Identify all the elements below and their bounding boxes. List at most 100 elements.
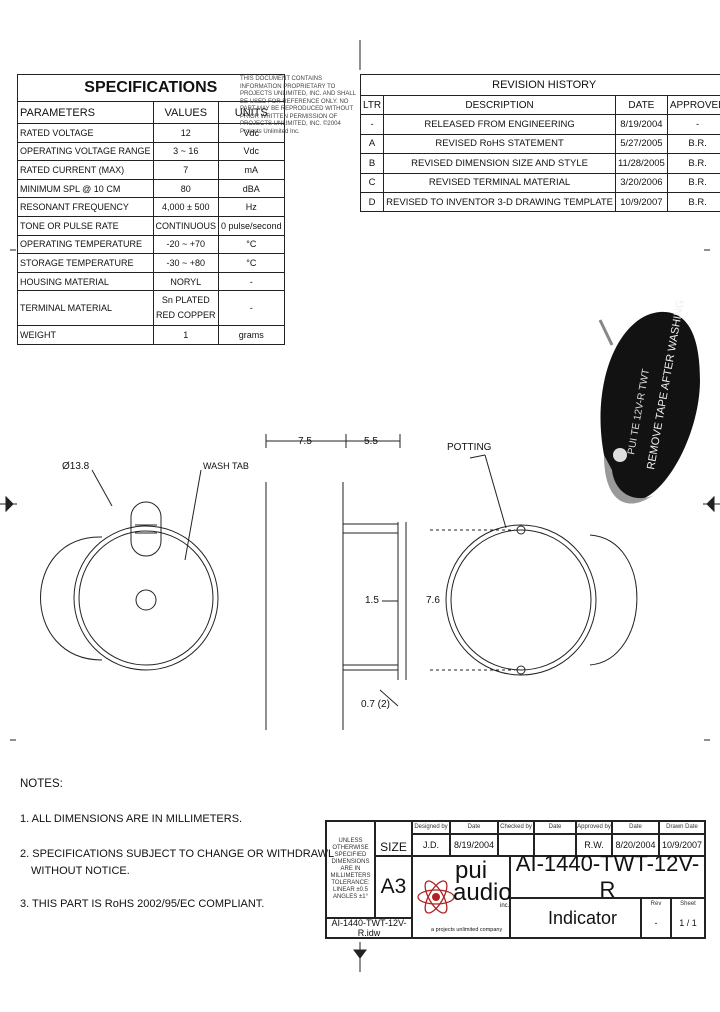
company-logo: pui audio inc. a projects unlimited comp…: [412, 856, 512, 938]
spec-value: -30 ~ +80: [152, 253, 220, 273]
diameter-leader: [91, 469, 113, 507]
rev-description: REVISED DIMENSION SIZE AND STYLE: [383, 153, 616, 174]
terminal-width-leader: [379, 689, 399, 707]
checked-date-label: Date: [534, 821, 576, 834]
buzzer-body: [600, 311, 700, 501]
spec-row: STORAGE TEMPERATURE-30 ~ +80°C: [17, 253, 285, 273]
mounting-tab-left: [40, 536, 103, 661]
center-arrow-left: [5, 495, 14, 513]
approved-by-label: Approved by: [576, 821, 612, 834]
center-arrow-bottom: [353, 949, 367, 959]
rev-value: -: [641, 909, 671, 938]
dimension-1-5: 1.5: [365, 595, 379, 606]
spec-unit: -: [218, 290, 285, 327]
spec-unit: grams: [218, 325, 285, 345]
rev-approved: B.R.: [666, 172, 720, 193]
title-block: UNLESS OTHERWISE SPECIFIED DIMENSIONS AR…: [325, 820, 706, 939]
dimension-5-5: 5.5: [364, 436, 378, 447]
rev-approved: B.R.: [666, 191, 720, 213]
size-label: SIZE: [375, 821, 412, 856]
product-photo: [598, 311, 700, 504]
side-view: [265, 434, 407, 730]
top-view: [40, 469, 219, 671]
spec-value-line: RED COPPER: [156, 310, 216, 321]
spec-value-line: Sn PLATED: [161, 295, 210, 306]
spec-unit: 0 pulse/second: [218, 215, 285, 236]
spec-title: SPECIFICATIONS: [17, 74, 285, 102]
rev-description: REVISED TO INVENTOR 3-D DRAWING TEMPLATE: [383, 191, 616, 213]
terminal-hole-top: [516, 525, 526, 535]
design-date: 8/19/2004: [450, 834, 498, 856]
rev-approved: B.R.: [666, 133, 720, 155]
wash-tab-leader: [184, 469, 202, 561]
spec-param: WEIGHT: [17, 325, 154, 345]
note-item: 2. SPECIFICATIONS SUBJECT TO CHANGE OR W…: [20, 848, 335, 860]
spec-param: TERMINAL MATERIAL: [17, 290, 154, 327]
rev-date: 5/27/2005: [614, 133, 668, 155]
part-description: Indicator: [510, 898, 641, 938]
dimension-0-7: 0.7 (2): [361, 699, 390, 710]
rev-ltr: A: [359, 133, 385, 155]
logo-text-inc: inc.: [500, 903, 510, 909]
spec-param: STORAGE TEMPERATURE: [17, 253, 154, 273]
logo-tagline: a projects unlimited company: [431, 927, 503, 933]
terminal-top: [342, 523, 399, 534]
rev-ltr: D: [359, 191, 385, 213]
spec-header-parameters: PARAMETERS: [17, 101, 154, 124]
part-number: AI-1440-TWT-12V-R: [510, 851, 705, 902]
spec-row-terminal: TERMINAL MATERIAL Sn PLATED RED COPPER -: [17, 290, 285, 327]
terminal-hole-bottom: [516, 665, 526, 675]
spec-unit: °C: [218, 253, 285, 273]
notes-title: NOTES:: [20, 778, 63, 790]
approved-date: 8/20/2004: [612, 834, 659, 856]
approved-date-label: Date: [612, 821, 659, 834]
specifications-table: SPECIFICATIONS PARAMETERS VALUES UNITS R…: [17, 74, 285, 345]
tolerance-note: UNLESS OTHERWISE SPECIFIED DIMENSIONS AR…: [326, 821, 375, 918]
potting-leader: [484, 454, 507, 529]
buzzer-base: [604, 455, 660, 504]
bottom-outline: [445, 524, 597, 676]
mounting-tab-right: [589, 534, 638, 666]
rev-ltr: -: [359, 114, 385, 135]
checked-date: [534, 834, 576, 856]
approved-by: R.W.: [576, 834, 612, 856]
rev-description: REVISED RoHS STATEMENT: [383, 133, 616, 155]
drawn-date-label: Drawn Date: [659, 821, 705, 834]
spec-row-weight: WEIGHT 1 grams: [17, 325, 285, 345]
spec-value: Sn PLATED RED COPPER: [152, 290, 220, 327]
note-item: 3. THIS PART IS RoHS 2002/95/EC COMPLIAN…: [20, 898, 265, 910]
bottom-view: [430, 454, 638, 676]
proprietary-notice: THIS DOCUMENT CONTAINS INFORMATION PROPR…: [240, 76, 356, 135]
sound-port: [135, 589, 157, 611]
note-item: 1. ALL DIMENSIONS ARE IN MILLIMETERS.: [20, 813, 243, 825]
rev-label: Rev: [641, 898, 671, 909]
rev-date: 8/19/2004: [614, 114, 668, 135]
rev-date: 10/9/2007: [614, 191, 668, 213]
center-arrow-right: [706, 495, 715, 513]
note-item: WITHOUT NOTICE.: [31, 865, 130, 877]
drawn-date: 10/9/2007: [659, 834, 705, 856]
design-date-label: Date: [450, 821, 498, 834]
wash-tab-outline: [130, 501, 162, 557]
sheet-number: 1 / 1: [671, 909, 705, 938]
rev-description: REVISED TERMINAL MATERIAL: [383, 172, 616, 193]
logo-text-audio: audio: [453, 879, 512, 906]
sheet-size: A3: [375, 856, 412, 918]
rev-ltr: C: [359, 172, 385, 193]
logo-text-pui: pui: [455, 857, 488, 884]
rev-date: 3/20/2006: [614, 172, 668, 193]
file-name: AI-1440-TWT-12V-R.idw: [326, 918, 412, 938]
rev-approved: B.R.: [666, 153, 720, 174]
wash-tab-label: WASH TAB: [203, 461, 249, 471]
rev-approved: -: [666, 114, 720, 135]
